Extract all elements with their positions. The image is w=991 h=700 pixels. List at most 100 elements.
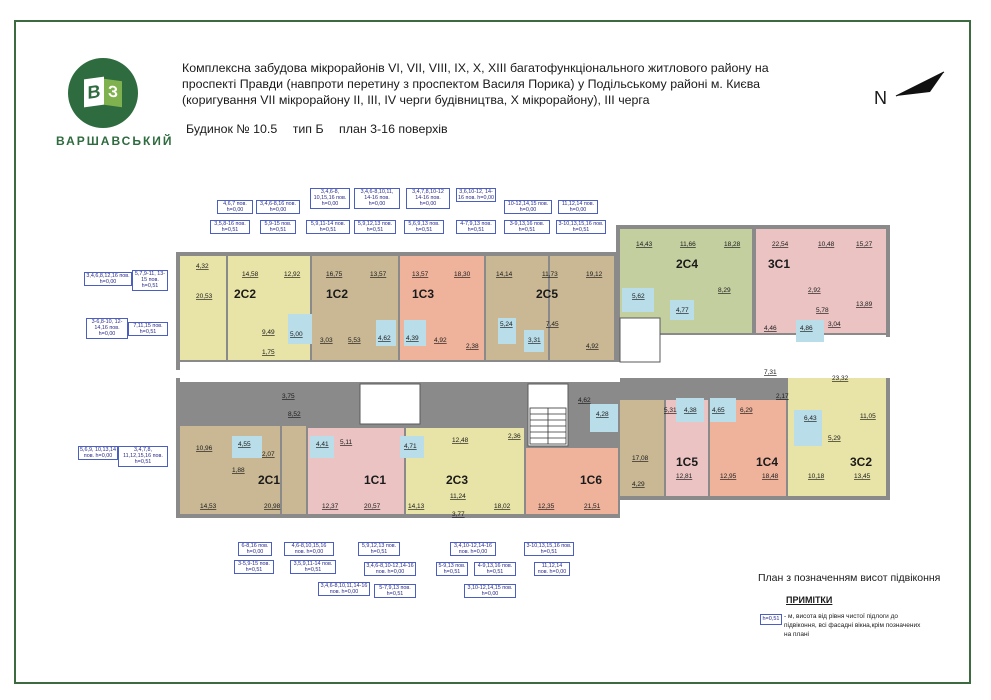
sill-tag: 4-9,13,16 пов. h=0,51: [474, 562, 516, 577]
notes-heading: ПРИМІТКИ: [786, 595, 833, 605]
sill-tag: 5,6,9,13 пов. h=0,51: [404, 220, 444, 235]
sill-tag: 5,9,12,13 пов. h=0,51: [358, 542, 400, 557]
room-area: 4,65: [712, 407, 725, 414]
north-label: N: [874, 88, 887, 108]
room-area: 5,11: [340, 439, 353, 446]
drawing-frame: [14, 20, 971, 684]
sill-tag: 3,10-12,14,15 пов. h=0,00: [464, 584, 516, 599]
room-area: 12,95: [720, 473, 737, 480]
room-area: 1,88: [232, 467, 245, 474]
room-area: 17,08: [632, 455, 649, 462]
sill-tag: 3,4,6-8,10,11, 14-16 пов. h=0,00: [354, 188, 400, 209]
title-line-3: (коригування VII мікрорайону II, III, IV…: [182, 93, 650, 107]
room-areas: 4,32 20,53 14,58 12,92 16,75 13,57 13,57…: [196, 241, 876, 518]
sill-tag: 3,4,6,8,12,16 пов. h=0,00: [84, 272, 132, 287]
sill-tag: 4,6-8,10,15,16 пов. h=0,00: [284, 542, 334, 557]
apt-code: 2С5: [536, 287, 558, 301]
sill-tag: 3-9,13,16 пов. h=0,51: [504, 220, 550, 235]
room-area: 10,96: [196, 445, 213, 452]
room-area: 9,49: [262, 329, 275, 336]
room-area: 4,29: [632, 481, 645, 488]
apartments-top-row: [180, 229, 886, 360]
room-area: 2,17: [776, 393, 789, 400]
apt-code: 2С1: [258, 473, 280, 487]
apt-code: 1С5: [676, 455, 698, 469]
room-area: 5,31: [664, 407, 677, 414]
room-area: 2,92: [808, 287, 821, 294]
room-area: 3,03: [320, 337, 333, 344]
room-area: 4,46: [764, 325, 777, 332]
room-area: 12,48: [452, 437, 469, 444]
room-area: 16,75: [326, 271, 343, 278]
room-area: 3,04: [828, 321, 841, 328]
corridor: [180, 317, 886, 447]
sill-tag: 10-12,14,15 пов. h=0,00: [504, 200, 552, 215]
room-area: 7,45: [546, 321, 559, 328]
room-area: 11,66: [680, 241, 696, 248]
room-area: 18,30: [454, 271, 471, 278]
sill-tag: 5,9,11-14 пов. h=0,51: [306, 220, 350, 235]
room-area: 4,92: [586, 343, 599, 350]
room-area: 12,81: [676, 473, 693, 480]
room-area: 18,48: [762, 473, 779, 480]
room-area: 8,29: [718, 287, 731, 294]
room-area: 14,13: [408, 503, 425, 510]
sill-tag: 3-6,8-10, 12-14,16 пов. h=0,00: [86, 318, 128, 339]
notes-text: - м, висота від рівня чистої підлоги до …: [784, 613, 921, 638]
room-area: 10,48: [818, 241, 835, 248]
sill-tag: 6-8,16 пов. h=0,00: [238, 542, 272, 557]
sill-tag: 3,4,6-8, 10,15,16 пов. h=0,00: [310, 188, 350, 209]
room-area: 2,38: [466, 343, 479, 350]
sill-tag: 11,12,14 пов. h=0,00: [534, 562, 570, 577]
room-area: 4,92: [434, 337, 447, 344]
sill-tag: 5,9-15 пов. h=0,51: [260, 220, 296, 235]
room-area: 11,24: [450, 493, 466, 500]
room-area: 4,38: [684, 407, 697, 414]
sill-tag: 5,7,9-11, 13-15 пов. h=0,51: [132, 270, 168, 291]
sill-tag: 4,6,7 пов. h=0,00: [217, 200, 253, 215]
room-area: 23,32: [832, 375, 849, 382]
room-area: 4,32: [196, 263, 209, 270]
room-area: 3,31: [528, 337, 541, 344]
apt-code: 2С2: [234, 287, 256, 301]
building-type: тип Б: [292, 122, 324, 136]
sill-tag: 3-5,9-15 пов. h=0,51: [234, 560, 274, 575]
room-area: 3,75: [282, 393, 295, 400]
building-number: Будинок № 10.5: [186, 122, 278, 136]
room-area: 14,53: [200, 503, 217, 510]
room-area: 8,52: [288, 411, 301, 418]
sill-tag: 11,12,14 пов. h=0,00: [558, 200, 598, 215]
room-area: 20,98: [264, 503, 281, 510]
sill-tag: 3,6,10-12, 14-16 пов. h=0,00: [456, 188, 496, 203]
apt-code: 1С1: [364, 473, 386, 487]
room-area: 4,28: [596, 411, 609, 418]
title-line-1: Комплексна забудова мікрорайонів VI, VII…: [182, 61, 769, 75]
room-area: 5,62: [632, 293, 645, 300]
room-area: 4,55: [238, 441, 251, 448]
apartment-codes: 2С2 1С2 1С3 2С5 2С4 3С1 2С1 1С1 2С3 1С6 …: [234, 257, 872, 487]
stair-icon: [529, 407, 567, 445]
room-area: 14,43: [636, 241, 653, 248]
sill-tag: 5-7,9,13 пов. h=0,51: [374, 584, 416, 599]
building-subtitle: Будинок № 10.5 тип Б план 3-16 поверхів: [186, 122, 460, 136]
room-area: 12,92: [284, 271, 301, 278]
apt-code: 1С6: [580, 473, 602, 487]
brand-logo: В З ВАРШАВСЬКИЙ: [56, 58, 174, 148]
room-area: 18,02: [494, 503, 511, 510]
sill-tag: 3,5,8-16 пов. h=0,51: [210, 220, 250, 235]
brand-name: ВАРШАВСЬКИЙ: [56, 134, 174, 148]
sill-tag: 3,4,6-8,10,11,14-16 пов. h=0,00: [318, 582, 370, 597]
apt-code: 3С1: [768, 257, 790, 271]
sill-tag: 3,4,7,8,10-12 14-16 пов. h=0,00: [406, 188, 450, 209]
title-line-2: проспекті Правди (навпроти перетину з пр…: [182, 77, 761, 91]
room-area: 3,77: [452, 511, 465, 518]
project-title: Комплексна забудова мікрорайонів VI, VII…: [182, 60, 872, 108]
room-area: 5,00: [290, 331, 303, 338]
room-area: 13,57: [412, 271, 429, 278]
floor-range: план 3-16 поверхів: [339, 122, 448, 136]
apt-code: 1С4: [756, 455, 778, 469]
room-area: 18,28: [724, 241, 741, 248]
room-area: 13,89: [856, 301, 873, 308]
legend-sample-tag: h=0,51: [760, 614, 782, 625]
